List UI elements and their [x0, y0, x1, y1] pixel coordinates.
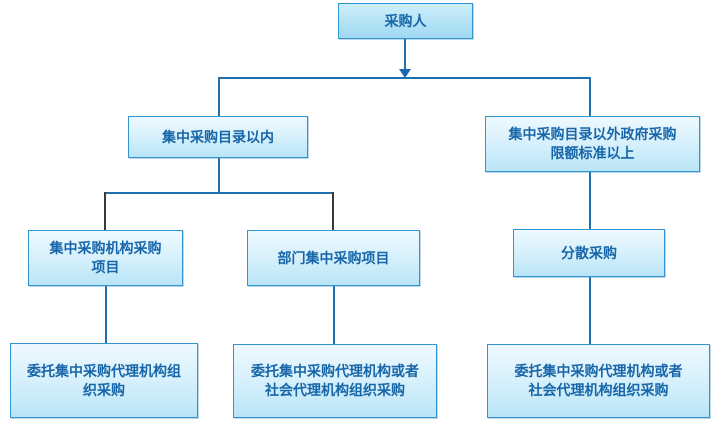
node-decentralized-procurement: 分散采购	[513, 229, 665, 277]
connector-departmental-down	[333, 286, 335, 344]
connector-central-agency-down	[105, 286, 107, 343]
connector-purchaser-stem	[404, 39, 406, 70]
node-decentralized-procurement-label: 分散采购	[561, 244, 617, 261]
node-departmental-projects-label: 部门集中采购项目	[277, 249, 390, 266]
node-entrust-central-or-social-right-line1: 委托集中采购代理机构或者	[514, 363, 683, 379]
node-within-catalog: 集中采购目录以内	[128, 116, 308, 158]
connector-level2-horizontal	[104, 192, 334, 194]
node-central-agency-projects-line2: 项目	[91, 259, 120, 275]
node-entrust-central-agency: 委托集中采购代理机构组 织采购	[10, 343, 198, 418]
node-within-catalog-label: 集中采购目录以内	[162, 128, 274, 145]
node-purchaser: 采购人	[338, 3, 473, 39]
node-entrust-central-or-social-left-line1: 委托集中采购代理机构或者	[251, 363, 419, 379]
connector-level1-drop-left	[218, 77, 220, 116]
node-entrust-central-or-social-right: 委托集中采购代理机构或者 社会代理机构组织采购	[487, 344, 710, 418]
node-purchaser-label: 采购人	[384, 12, 427, 29]
node-central-agency-projects-line1: 集中采购机构采购	[49, 240, 162, 256]
node-outside-catalog-line2: 限额标准以上	[550, 145, 635, 161]
node-outside-catalog: 集中采购目录以外政府采购 限额标准以上	[485, 116, 700, 172]
connector-decentralized-down	[589, 277, 591, 344]
connector-level2-drop-left	[104, 192, 106, 230]
node-entrust-central-or-social-left: 委托集中采购代理机构或者 社会代理机构组织采购	[233, 344, 437, 418]
connector-level2-drop-right	[332, 192, 334, 230]
node-outside-catalog-line1: 集中采购目录以外政府采购	[508, 126, 677, 142]
connector-level1-drop-right	[589, 77, 591, 116]
node-entrust-central-or-social-right-line2: 社会代理机构组织采购	[528, 382, 669, 398]
connector-level1-horizontal	[218, 77, 590, 79]
connector-within-down	[218, 158, 220, 192]
node-entrust-central-agency-line1: 委托集中采购代理机构组	[27, 362, 181, 379]
node-entrust-central-agency-line2: 织采购	[83, 381, 125, 398]
connector-outside-down	[589, 172, 591, 229]
down-arrowhead-icon	[399, 69, 411, 78]
node-departmental-projects: 部门集中采购项目	[247, 230, 420, 286]
node-entrust-central-or-social-left-line2: 社会代理机构组织采购	[265, 382, 405, 398]
node-central-agency-projects: 集中采购机构采购 项目	[28, 230, 183, 286]
